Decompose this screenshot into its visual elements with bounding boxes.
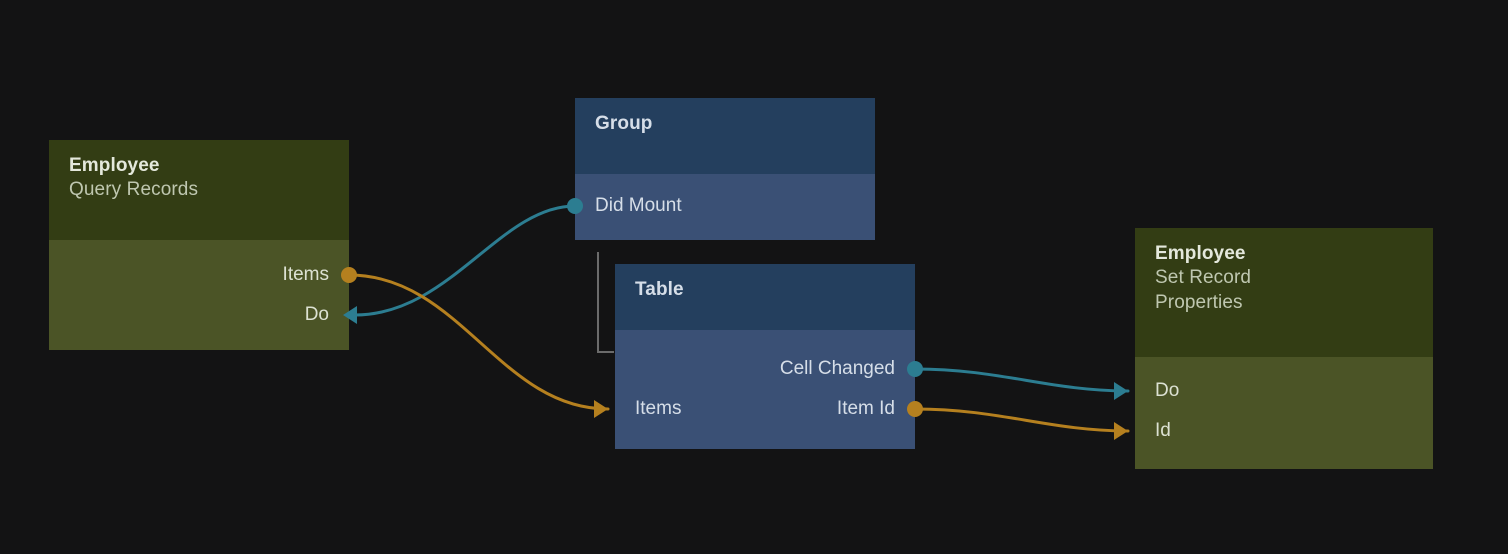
- node-title: Employee: [1155, 243, 1246, 264]
- port-row-do[interactable]: Do: [1135, 380, 1433, 402]
- port-label: Cell Changed: [779, 358, 895, 379]
- port-dot-items[interactable]: [341, 267, 357, 283]
- bracket-foot-line: [597, 351, 614, 353]
- node-title: Group: [595, 113, 653, 134]
- port-label: Do: [304, 304, 329, 325]
- bracket-vertical-line: [597, 252, 599, 353]
- node-group[interactable]: Group Did Mount: [575, 98, 875, 240]
- node-header[interactable]: Employee Set Record Properties: [1135, 228, 1433, 357]
- port-label: Do: [1155, 380, 1180, 401]
- port-row-items[interactable]: Items: [49, 264, 349, 286]
- edge-didmount-to-do[interactable]: [353, 204, 577, 317]
- node-title: Employee: [69, 155, 160, 176]
- port-arrow-do[interactable]: [343, 306, 357, 324]
- node-title: Table: [635, 279, 684, 300]
- port-row-id[interactable]: Id: [1135, 420, 1433, 442]
- port-dot-item-id[interactable]: [907, 401, 923, 417]
- port-label: Did Mount: [595, 195, 682, 216]
- port-label: Items: [282, 264, 329, 285]
- port-row-item-id[interactable]: Item Id: [615, 398, 915, 420]
- port-row-cell-changed[interactable]: Cell Changed: [615, 358, 915, 380]
- node-subtitle: Set Record Properties: [1155, 267, 1252, 313]
- node-header[interactable]: Group: [575, 98, 875, 174]
- port-arrow-do[interactable]: [1114, 382, 1128, 400]
- port-row-items[interactable]: Items: [615, 398, 915, 420]
- port-row-did-mount[interactable]: Did Mount: [575, 195, 875, 217]
- port-arrow-id[interactable]: [1114, 422, 1128, 440]
- port-label: Items: [635, 398, 682, 419]
- port-row-do[interactable]: Do: [49, 304, 349, 326]
- port-arrow-items[interactable]: [594, 400, 608, 418]
- node-subtitle: Query Records: [69, 179, 199, 201]
- node-header[interactable]: Employee Query Records: [49, 140, 349, 240]
- port-dot-cell-changed[interactable]: [907, 361, 923, 377]
- edge-itemid-to-id[interactable]: [913, 407, 1130, 433]
- port-label: Id: [1155, 420, 1171, 441]
- node-body: Did Mount: [575, 174, 875, 240]
- edge-cellchanged-to-do[interactable]: [913, 367, 1130, 393]
- port-dot-did-mount[interactable]: [567, 198, 583, 214]
- group-nesting-bracket: [597, 252, 614, 353]
- node-header[interactable]: Table: [615, 264, 915, 330]
- edge-items-to-table-items[interactable]: [347, 273, 610, 411]
- port-label: Item Id: [836, 398, 895, 419]
